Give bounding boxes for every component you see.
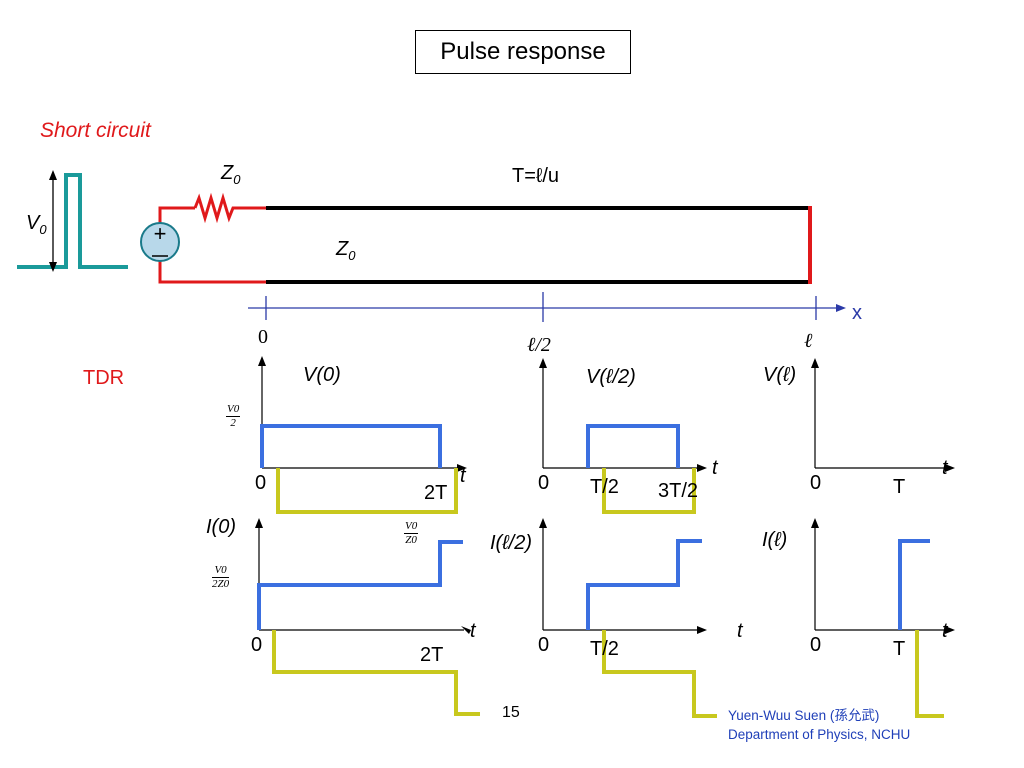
ihalf-t2-tick: T/2: [590, 638, 619, 660]
voltage-source-icon: [140, 222, 180, 262]
i0-2t-tick: 2T: [420, 644, 444, 666]
vhalf-3t2-tick: 3T/2: [658, 480, 699, 502]
i0-y-arrowhead: [255, 518, 263, 528]
ihalf-incident-trace: [586, 539, 702, 630]
v0-arrow-head-top: [49, 170, 57, 180]
vhalf-t-axis-label: t: [712, 457, 718, 479]
source-wire-bottom: [158, 260, 266, 284]
vhalf-incident-trace: [586, 424, 680, 468]
vl-plot-title: V(ℓ): [763, 364, 797, 386]
plot-v0: [258, 356, 467, 514]
source-wire-top: [158, 206, 195, 224]
i0-reflected-trace: [272, 630, 480, 716]
resistor-icon: [193, 192, 266, 224]
vl-t-tick: T: [893, 476, 906, 498]
ihalf-plot-title: I(ℓ/2): [490, 532, 533, 554]
plot-vl: [811, 358, 955, 472]
i0-origin-label: 0: [251, 634, 263, 656]
position-0-label: 0: [258, 326, 268, 348]
position-half-label: ℓ/2: [527, 334, 551, 356]
plot-vhalf: [539, 358, 707, 514]
il-t-tick: T: [893, 638, 906, 660]
z0-source-label: Z0: [221, 162, 241, 187]
x-axis-arrowhead: [836, 304, 846, 312]
short-circuit-label: Short circuit: [40, 119, 151, 142]
il-incident-trace: [898, 539, 930, 630]
i0-plot-title: I(0): [206, 516, 236, 538]
plot-i0: [255, 518, 480, 716]
ihalf-y-arrowhead: [539, 518, 547, 528]
ihalf-t-arrowhead: [697, 626, 707, 634]
z0-line-label: Z0: [336, 238, 356, 263]
plus-icon: +: [154, 221, 167, 246]
vl-y-arrowhead: [811, 358, 819, 368]
i0-t-arrowhead: [461, 626, 471, 634]
i0-incident-trace: [257, 540, 463, 630]
v0-incident-trace: [260, 424, 442, 468]
v0-amplitude-label: V0: [26, 212, 47, 237]
tdr-label: TDR: [83, 367, 125, 389]
v0-t-arrowhead: [457, 464, 467, 472]
page-number: 15: [502, 704, 520, 721]
footer-credit: Yuen-Wuu Suen (孫允武) Department of Physic…: [728, 706, 910, 744]
position-l-label: ℓ: [804, 330, 813, 352]
source-pulse-waveform: [17, 173, 128, 269]
vhalf-reflected-trace: [602, 468, 696, 514]
x-axis-label: x: [852, 302, 862, 324]
footer-author: Yuen-Wuu Suen (孫允武): [728, 708, 880, 723]
plot-il: [811, 518, 955, 718]
v0-2t-tick: 2T: [424, 482, 448, 504]
v0-arrow-head-bottom: [49, 262, 57, 272]
delay-label: T=ℓ/u: [512, 165, 560, 187]
il-plot-title: I(ℓ): [762, 529, 788, 551]
v0-y-arrowhead: [258, 356, 266, 366]
ihalf-reflected-trace: [602, 630, 717, 718]
vl-origin-label: 0: [810, 472, 822, 494]
plot-ihalf: [539, 518, 717, 718]
v0-plot-title: V(0): [303, 364, 341, 386]
il-origin-label: 0: [810, 634, 822, 656]
ihalf-origin-label: 0: [538, 634, 550, 656]
footer-department: Department of Physics, NCHU: [728, 727, 911, 742]
il-y-arrowhead: [811, 518, 819, 528]
v0-reflected-trace: [276, 468, 458, 514]
il-t-axis-label: t: [942, 620, 948, 642]
ihalf-t-axis-label: t: [737, 620, 743, 642]
il-t-arrowhead: [945, 626, 955, 634]
v0-t-axis-label: t: [460, 465, 466, 487]
v0-origin-label: 0: [255, 472, 267, 494]
vhalf-t-arrowhead: [697, 464, 707, 472]
vhalf-t2-tick: T/2: [590, 476, 619, 498]
vl-t-axis-label: t: [942, 457, 948, 479]
vhalf-origin-label: 0: [538, 472, 550, 494]
il-reflected-trace: [915, 630, 944, 718]
vhalf-plot-title: V(ℓ/2): [586, 366, 636, 388]
slide-title: Pulse response: [415, 30, 631, 74]
vhalf-y-arrowhead: [539, 358, 547, 368]
vl-t-arrowhead: [945, 464, 955, 472]
i0-t-axis-label: t: [470, 620, 476, 642]
